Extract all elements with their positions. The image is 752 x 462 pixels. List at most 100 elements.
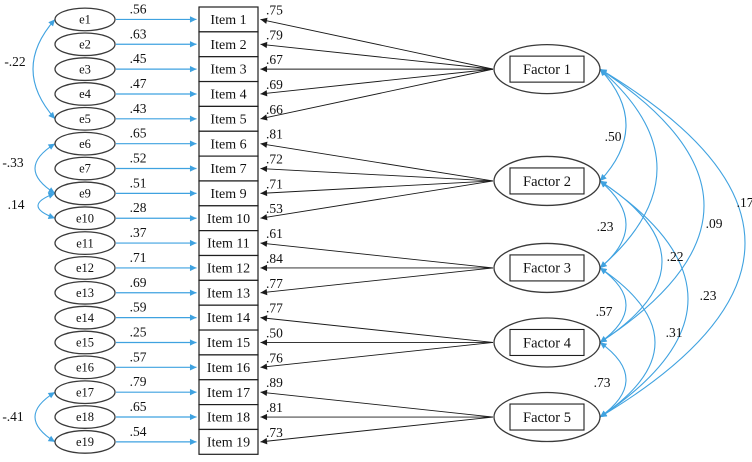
error-label-e4: e4	[79, 87, 92, 101]
error-correlation-value-e6-e9: -.33	[2, 155, 24, 170]
error-variance-value-e5: .43	[130, 101, 147, 116]
error-variance-value-e3: .45	[130, 51, 147, 66]
error-label-e15: e15	[76, 336, 94, 350]
error-ellipse-e6	[54, 131, 116, 156]
loading-value-item-16: .76	[266, 350, 283, 365]
item-label-item-7: Item 7	[210, 162, 246, 177]
loading-path-factor-2-row7	[260, 180, 494, 197]
loading-value-item-15: .50	[266, 325, 283, 340]
loading-value-item-17: .89	[266, 375, 283, 390]
factor-correlation-curve-1-3	[599, 68, 658, 269]
loading-path-factor-4-row14	[260, 342, 494, 370]
error-ellipse-e11	[54, 231, 116, 256]
loading-path-factor-1-row1	[260, 41, 494, 70]
error-variance-value-e17: .79	[130, 374, 147, 389]
item-label-item-19: Item 19	[207, 435, 250, 450]
error-label-e18: e18	[76, 410, 94, 424]
factor-label-factor-1: Factor 1	[523, 62, 571, 78]
loading-path-factor-2-row8	[260, 180, 494, 221]
loading-value-item-18: .81	[266, 400, 283, 415]
loading-path-factor-5-row15	[260, 389, 494, 418]
item-box-item-14	[198, 304, 259, 331]
loading-value-item-9: .71	[266, 176, 283, 191]
error-variance-value-e11: .37	[130, 225, 147, 240]
factor-correlation-curve-4-5	[599, 342, 627, 418]
error-variance-value-e2: .63	[130, 26, 147, 41]
item-label-item-12: Item 12	[207, 262, 250, 277]
factor-label-factor-4: Factor 4	[523, 335, 572, 351]
item-label-item-15: Item 15	[207, 336, 250, 351]
error-variance-value-e12: .71	[130, 250, 147, 265]
item-box-item-13	[198, 279, 259, 306]
error-label-e13: e13	[76, 286, 94, 300]
loading-value-item-6: .81	[266, 127, 283, 142]
error-correlation-value-e9-e10: .14	[8, 197, 25, 212]
factor-correlation-value-1-2: .50	[605, 129, 622, 144]
error-ellipse-e18	[54, 405, 116, 429]
error-label-e12: e12	[76, 261, 94, 275]
item-box-item-6	[198, 130, 259, 157]
factor-label-factor-5: Factor 5	[523, 410, 571, 426]
item-label-item-6: Item 6	[210, 137, 246, 152]
error-ellipse-e4	[54, 82, 116, 106]
factor-correlation-curve-1-2	[599, 68, 627, 182]
error-variance-value-e6: .65	[130, 126, 147, 141]
factor-correlation-value-3-5: .31	[666, 325, 683, 340]
error-ellipse-e19	[54, 429, 116, 454]
error-ellipse-e16	[54, 355, 116, 380]
loading-value-item-1: .75	[266, 2, 283, 17]
error-ellipse-e15	[54, 330, 116, 355]
item-label-item-13: Item 13	[207, 286, 250, 301]
loading-path-factor-4-row12	[260, 315, 494, 343]
item-box-item-4	[198, 80, 259, 108]
error-label-e2: e2	[79, 37, 91, 51]
loading-value-item-3: .67	[266, 52, 283, 67]
item-label-item-3: Item 3	[210, 63, 246, 78]
factor-correlation-value-3-4: .57	[596, 304, 613, 319]
item-label-item-17: Item 17	[207, 386, 250, 401]
loading-value-item-2: .79	[266, 27, 283, 42]
loading-value-item-4: .69	[266, 77, 283, 92]
loading-value-item-5: .66	[266, 102, 283, 117]
error-variance-value-e1: .56	[130, 1, 147, 16]
error-label-e14: e14	[76, 311, 95, 325]
factor-correlation-curve-1-4	[599, 68, 705, 343]
error-ellipse-e2	[54, 32, 116, 57]
item-label-item-5: Item 5	[210, 112, 246, 127]
loading-value-item-19: .73	[266, 425, 283, 440]
error-correlation-curve-e1-e5	[32, 19, 56, 120]
factor-box-factor-2	[509, 167, 585, 195]
error-ellipse-e12	[54, 255, 116, 280]
item-label-item-14: Item 14	[207, 311, 250, 326]
error-label-e17: e17	[76, 385, 94, 399]
loading-value-item-13: .77	[266, 276, 283, 291]
factor-correlation-curve-3-5	[599, 267, 656, 418]
loading-path-factor-1-row0	[260, 17, 494, 70]
error-variance-value-e14: .59	[130, 300, 147, 315]
error-label-e7: e7	[79, 162, 91, 176]
error-variance-value-e7: .52	[130, 151, 147, 166]
factor-correlation-curve-2-5	[599, 180, 689, 418]
item-box-item-10	[198, 205, 259, 232]
item-label-item-9: Item 9	[210, 187, 246, 202]
factor-correlation-value-1-5: .17	[737, 195, 752, 210]
item-label-item-18: Item 18	[207, 411, 250, 426]
loading-value-item-11: .61	[266, 226, 283, 241]
error-variance-value-e19: .54	[130, 424, 147, 439]
node-shapes-layer	[54, 6, 601, 455]
error-label-e5: e5	[79, 112, 91, 126]
item-box-item-12	[198, 254, 259, 281]
factor-correlation-value-1-4: .09	[706, 216, 723, 231]
error-ellipse-e9	[54, 181, 116, 206]
loading-path-factor-2-row5	[260, 141, 494, 182]
factor-label-factor-2: Factor 2	[523, 174, 571, 190]
error-label-e19: e19	[76, 435, 94, 449]
error-variance-value-e9: .51	[130, 175, 147, 190]
error-correlation-curve-e6-e9	[34, 143, 56, 194]
error-ellipse-e7	[54, 156, 116, 181]
error-correlation-curve-e9-e10	[37, 192, 56, 219]
error-ellipse-e5	[54, 106, 116, 131]
loading-value-item-14: .77	[266, 301, 283, 316]
item-box-item-18	[198, 404, 259, 431]
loading-value-item-12: .84	[266, 251, 283, 266]
